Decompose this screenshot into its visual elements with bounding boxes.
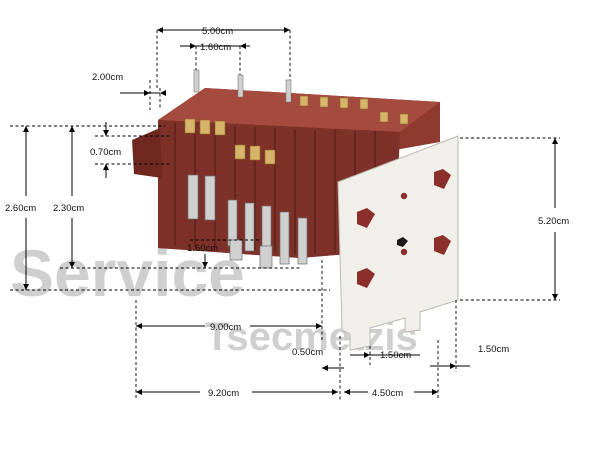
dim-tab-height: 1.60cm (187, 243, 218, 254)
brass-contacts (184, 95, 409, 165)
dim-body-height: 2.30cm (53, 203, 84, 214)
dim-plate-width: 4.50cm (372, 388, 403, 399)
top-terminals (193, 69, 292, 103)
dim-top-pitch: 1.60cm (200, 42, 231, 53)
dim-tab-spacing-b: 1.50cm (478, 344, 509, 355)
bottom-terminals (187, 174, 308, 269)
dim-top-offset: 2.00cm (92, 72, 123, 83)
dimension-labels: 5.00cm 1.60cm 2.00cm 0.70cm 2.60cm 2.30c… (5, 26, 569, 399)
switch-body-top (158, 88, 440, 132)
plate-slots (357, 169, 451, 288)
switch-component (132, 69, 459, 351)
dim-tab-spacing-a: 1.50cm (380, 350, 411, 361)
dim-body-length: 9.00cm (210, 322, 241, 333)
dim-top-width: 5.00cm (202, 26, 233, 37)
dim-total-height: 2.60cm (5, 203, 36, 214)
left-bracket (132, 128, 162, 178)
dim-total-length: 9.20cm (208, 388, 239, 399)
dim-plate-height: 5.20cm (538, 216, 569, 227)
dim-plate-thickness: 0.50cm (292, 347, 323, 358)
dimension-lines (10, 27, 560, 400)
dim-pin-height: 0.70cm (90, 147, 121, 158)
